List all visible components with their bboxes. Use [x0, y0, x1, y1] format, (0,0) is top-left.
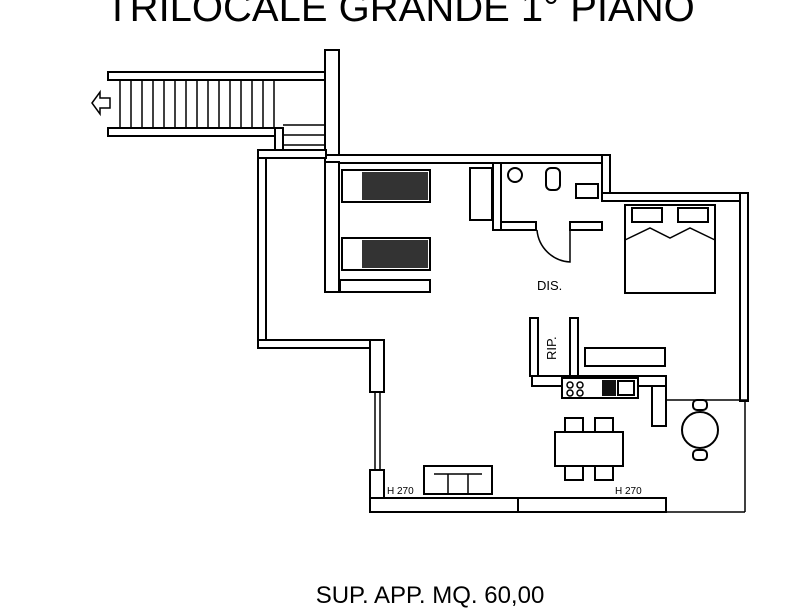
single-bed [341, 169, 431, 203]
bathroom-fixtures [507, 167, 599, 263]
walls [257, 49, 749, 513]
label-height-left: H 270 [387, 486, 414, 497]
kitchen-counter [561, 377, 639, 399]
label-hallway: DIS. [537, 278, 562, 293]
surface-area: SUP. APP. MQ. 60,00 [315, 582, 545, 609]
exit-arrow-icon [91, 89, 111, 117]
balcony-table [681, 399, 719, 461]
double-bed [624, 204, 716, 294]
label-storage: RIP. [544, 336, 559, 360]
single-bed [341, 237, 431, 271]
dining-table [554, 417, 624, 481]
label-height-right: H 270 [615, 486, 642, 497]
plan-title: TRILOCALE GRANDE 1° PIANO [105, 0, 695, 30]
sofa [423, 465, 493, 495]
staircase [107, 71, 326, 155]
